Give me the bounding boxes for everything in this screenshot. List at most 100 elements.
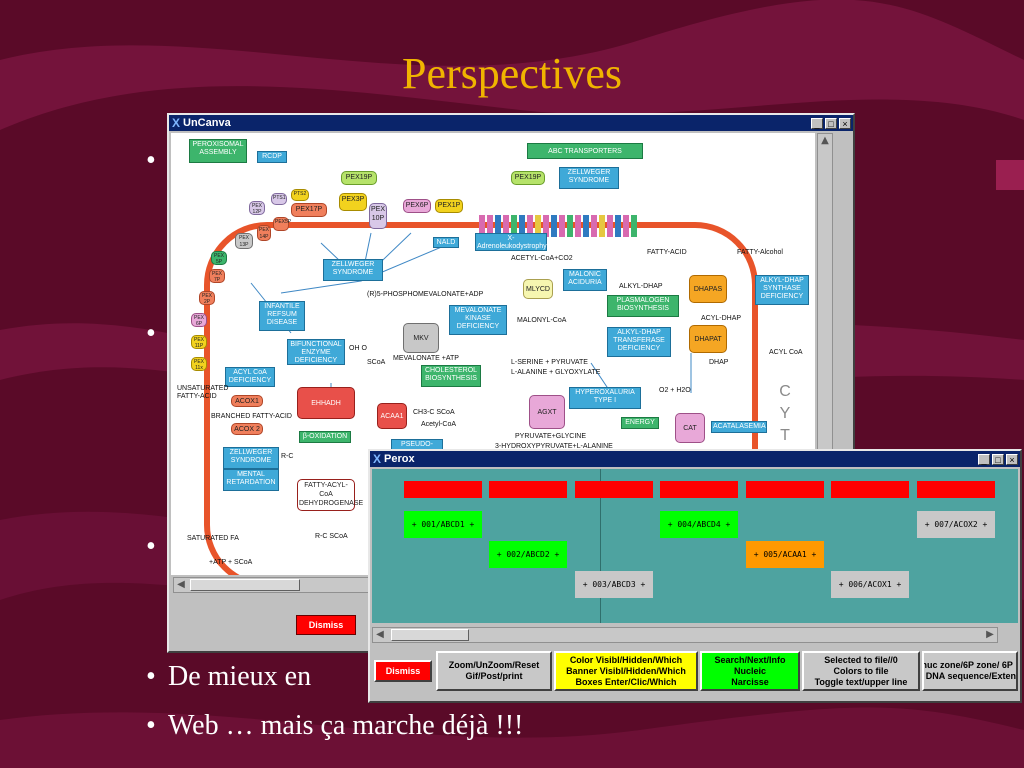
bullet-symbol: • [146, 661, 156, 692]
close-button[interactable]: × [1006, 453, 1018, 465]
search-next-button[interactable]: Search/Next/Info Nucleic Narcisse [700, 651, 800, 691]
scroll-left-icon[interactable]: ◀ [376, 629, 384, 640]
uncanva-titlebar[interactable]: X UnCanva _ □ × [169, 115, 853, 131]
scroll-left-icon[interactable]: ◀ [177, 579, 185, 590]
diagram-label: Acetyl-CoA [421, 421, 457, 428]
diagram-label: +ATP + SCoA [209, 559, 253, 566]
diagram-label: SATURATED FA [187, 535, 239, 542]
diagram-label: PYRUVATE+GLYCINE [515, 433, 586, 440]
horizontal-scrollbar[interactable]: ◀ ▶ [372, 627, 998, 643]
zoom-print-button[interactable]: Zoom/UnZoom/Reset Gif/Post/print [436, 651, 552, 691]
diagram-label: MALONYL-CoA [517, 317, 567, 324]
bullet-5: •Web … mais ça marche déjà !!! [146, 710, 523, 742]
bullet-4: • De mieux en [146, 661, 311, 693]
enzyme: ACAA1 [377, 403, 407, 429]
enzyme: PEX 10P [369, 203, 387, 229]
diagram-box: BIFUNCTIONAL ENZYME DEFICIENCY [287, 339, 345, 365]
gene-box[interactable]: + 001/ABCD1 + [404, 511, 482, 538]
minimize-button[interactable]: _ [811, 117, 823, 129]
enzyme: PEX 11x [191, 357, 207, 371]
scrollbar-thumb[interactable] [391, 629, 469, 641]
enzyme: PEX3P [339, 193, 367, 211]
gene-map-panel[interactable]: + 001/ABCD1 + + 002/ABCD2 + + 003/ABCD3 … [372, 469, 1018, 623]
enzyme: PEX6P [403, 199, 431, 213]
enzyme: PEX17P [291, 203, 327, 217]
bullet-2: • [146, 318, 168, 350]
enzyme: PEX 12P [249, 201, 265, 215]
enzyme: PEX 6P [191, 313, 207, 327]
zone-sequence-button[interactable]: nuc zone/6P zone/ 6P e DNA sequence/Exte… [922, 651, 1018, 691]
diagram-box: ENERGY [621, 417, 659, 429]
gene-track-bar [575, 481, 653, 498]
diagram-label: UNSATURATED FATTY-ACID [177, 385, 229, 400]
enzyme: DHAPAS [689, 275, 727, 303]
enzyme: PEX 2P [199, 291, 215, 305]
diagram-label: MEVALONATE +ATP [393, 355, 459, 362]
perox-titlebar[interactable]: X Perox _ □ × [370, 451, 1020, 467]
diagram-box: MENTAL RETARDATION [223, 469, 279, 491]
diagram-label: (R)5-PHOSPHOMEVALONATE+ADP [367, 291, 484, 298]
enzyme: FATTY-ACYL-CoA DEHYDROGENASE [297, 479, 363, 511]
gene-track-bar [917, 481, 995, 498]
diagram-label: SCoA [367, 359, 386, 366]
diagram-label: ACYL-DHAP [701, 315, 742, 322]
diagram-box: ALKYL-DHAP TRANSFERASE DEFICIENCY [607, 327, 671, 357]
gene-box[interactable]: + 004/ABCD4 + [660, 511, 738, 538]
uncanva-title: UnCanva [183, 117, 231, 129]
diagram-label: ACETYL-CoA+CO2 [511, 255, 573, 262]
gene-box[interactable]: + 003/ABCD3 + [575, 571, 653, 598]
dismiss-button[interactable]: Dismiss [374, 660, 432, 682]
scroll-up-icon[interactable]: ▲ [821, 135, 829, 146]
diagram-box: INFANTILE REFSUM DISEASE [259, 301, 305, 331]
diagram-box: ACYL CoA DEFICIENCY [225, 367, 275, 387]
scroll-right-icon[interactable]: ▶ [986, 629, 994, 640]
x-logo-icon: X [172, 116, 181, 130]
enzyme: DHAPAT [689, 325, 727, 353]
diagram-box: PLASMALOGEN BIOSYNTHESIS [607, 295, 679, 317]
gene-box[interactable]: + 005/ACAA1 + [746, 541, 824, 568]
gene-track-bar [660, 481, 738, 498]
enzyme: ACOX 2 [231, 423, 263, 435]
enzyme: PEX 11P [191, 335, 207, 349]
diagram-label: CH3-C SCoA [413, 409, 455, 416]
color-visibility-button[interactable]: Color Visibl/Hidden/Which Banner Visibl/… [554, 651, 698, 691]
gene-box[interactable]: + 006/ACOX1 + [831, 571, 909, 598]
enzyme: MLYCD [523, 279, 553, 299]
diagram-box: NALD [433, 237, 459, 248]
slide-title: Perspectives [402, 49, 622, 98]
diagram-label: O2 + H2O [659, 387, 691, 394]
enzyme: EHHADH [297, 387, 355, 419]
diagram-label: OH O [349, 345, 367, 352]
bullet-1: • [146, 145, 168, 177]
bullet-text: De mieux en [168, 661, 312, 692]
diagram-label: R-C [281, 453, 294, 460]
gene-box[interactable]: + 007/ACOX2 + [917, 511, 995, 538]
bullet-symbol: • [146, 531, 156, 562]
scrollbar-thumb[interactable] [190, 579, 300, 591]
diagram-label: FATTY-Alcohol [737, 249, 783, 256]
diagram-label: DHAP [709, 359, 729, 366]
minimize-button[interactable]: _ [978, 453, 990, 465]
close-button[interactable]: × [839, 117, 851, 129]
gene-track-bar [746, 481, 824, 498]
maximize-button[interactable]: □ [992, 453, 1004, 465]
diagram-box: β-OXIDATION [299, 431, 351, 443]
enzyme: PEX 14P [257, 225, 271, 241]
perox-toolbar: Dismiss Zoom/UnZoom/Reset Gif/Post/print… [372, 651, 1018, 695]
gene-box[interactable]: + 002/ABCD2 + [489, 541, 567, 568]
perox-window[interactable]: X Perox _ □ × + 001/ABCD1 + + 002/ABCD2 … [368, 449, 1022, 703]
enzyme: PTS2 [291, 189, 309, 201]
enzyme: ACOX1 [231, 395, 263, 407]
dismiss-button[interactable]: Dismiss [296, 615, 356, 635]
enzyme: AGXT [529, 395, 565, 429]
diagram-box: CHOLESTEROL BIOSYNTHESIS [421, 365, 481, 387]
maximize-button[interactable]: □ [825, 117, 837, 129]
diagram-label: R-C SCoA [315, 533, 348, 540]
selected-to-file-button[interactable]: Selected to file//0 Colors to file Toggl… [802, 651, 920, 691]
diagram-label: BRANCHED FATTY-ACID [211, 413, 292, 420]
gene-track-bar [831, 481, 909, 498]
diagram-box: MEVALONATE KINASE DEFICIENCY [449, 305, 507, 335]
diagram-box: X-Adrenoleukodystrophy AMN [475, 233, 547, 258]
cursor-line [600, 469, 601, 623]
enzyme: PEX1P [435, 199, 463, 213]
